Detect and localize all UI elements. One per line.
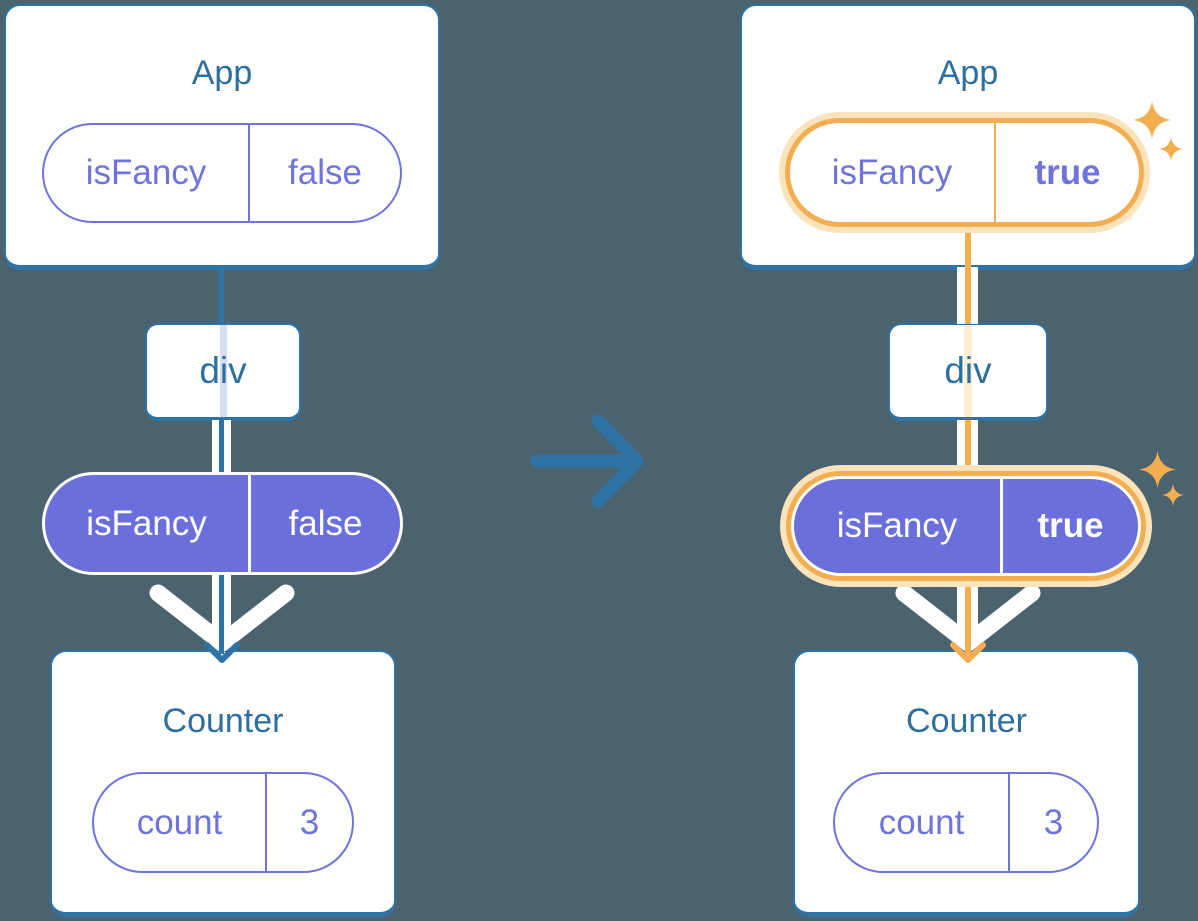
prop-value-label: true bbox=[1034, 152, 1101, 192]
app-prop-pill: isFancy false bbox=[42, 123, 402, 223]
state-name-label: count bbox=[835, 774, 1010, 871]
prop-value-label: true bbox=[1037, 506, 1104, 545]
prop-name-label: isFancy bbox=[44, 125, 250, 221]
sparkles-icon bbox=[1139, 451, 1176, 488]
app-prop-pill-highlighted: isFancy true bbox=[790, 123, 1139, 222]
app-title: App bbox=[191, 54, 253, 92]
prop-value-label: false bbox=[288, 153, 362, 192]
prop-name-label: isFancy bbox=[45, 475, 251, 572]
counter-title: Counter bbox=[162, 702, 284, 740]
passed-prop-pill: isFancy false bbox=[42, 472, 403, 575]
prop-name-label: isFancy bbox=[794, 479, 1003, 573]
prop-passthrough-trace bbox=[220, 325, 227, 417]
sparkles-icon bbox=[1133, 101, 1171, 139]
app-title: App bbox=[937, 54, 999, 92]
sparkles-icon bbox=[1159, 137, 1183, 161]
counter-state-pill: count 3 bbox=[92, 772, 354, 873]
state-value-label: 3 bbox=[1043, 802, 1064, 842]
div-to-pill-line bbox=[965, 420, 971, 466]
arrowhead-down-icon bbox=[950, 642, 986, 663]
state-value-label: 3 bbox=[299, 802, 320, 842]
div-to-pill-line bbox=[219, 420, 224, 474]
app-to-div-line bbox=[965, 267, 971, 324]
passed-prop-pill-highlighted: isFancy true bbox=[791, 476, 1141, 576]
div-card: div bbox=[888, 323, 1048, 421]
div-card: div bbox=[145, 323, 301, 421]
arrowhead-down-icon bbox=[204, 642, 240, 663]
state-name-label: count bbox=[94, 774, 267, 871]
pill-to-counter-line bbox=[219, 574, 224, 654]
counter-state-pill: count 3 bbox=[833, 772, 1099, 873]
app-prop-line bbox=[965, 233, 971, 269]
right-arrow-icon bbox=[530, 414, 644, 508]
prop-passthrough-trace bbox=[964, 325, 972, 417]
prop-value-label: false bbox=[288, 503, 363, 543]
prop-name-label: isFancy bbox=[790, 123, 996, 222]
counter-title: Counter bbox=[906, 702, 1027, 740]
div-label: div bbox=[199, 350, 247, 391]
app-to-div-line bbox=[219, 269, 224, 324]
pill-to-counter-line bbox=[965, 577, 971, 655]
div-label: div bbox=[944, 350, 992, 391]
sparkles-icon bbox=[1162, 484, 1184, 506]
